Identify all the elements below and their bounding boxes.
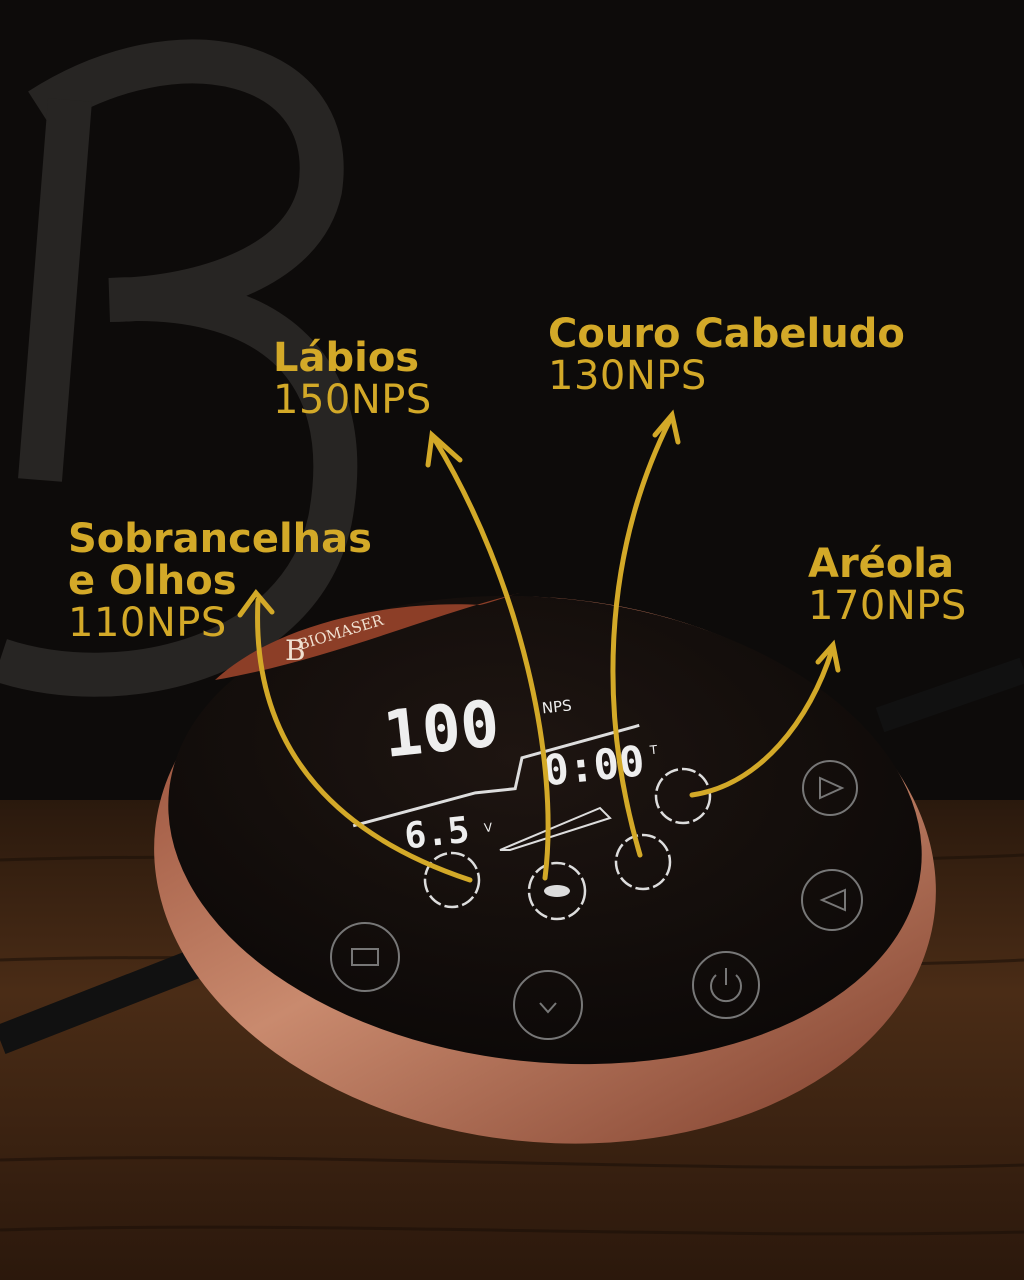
pen-icon	[499, 806, 612, 851]
down-button[interactable]	[801, 869, 863, 931]
eyebrow-mode-button[interactable]	[423, 851, 481, 909]
label-title: e Olhos	[68, 558, 237, 604]
brand-watermark	[0, 39, 358, 697]
label-value: 110NPS	[68, 600, 227, 646]
device: BIOMASER B 100 NPS 0:00 T 6.5 V	[154, 593, 936, 1144]
voltage-unit: V	[483, 820, 493, 835]
label-eyebrows: Sobrancelhas e Olhos 110NPS	[68, 518, 372, 644]
mode-icon	[351, 948, 379, 966]
label-scalp: Couro Cabeludo 130NPS	[548, 313, 905, 397]
mode-button[interactable]	[330, 922, 400, 992]
heart-icon	[539, 1002, 557, 1014]
display-divider	[352, 723, 640, 828]
time-value: 0:00	[541, 736, 647, 795]
arrow-head-eyebrows	[237, 588, 275, 618]
time-unit: T	[648, 743, 658, 758]
arrow-eyebrows	[255, 597, 473, 883]
brand-mark: B	[285, 634, 306, 667]
lips-icon	[544, 885, 570, 897]
areola-mode-button[interactable]	[654, 767, 712, 825]
arrow-head-lips	[425, 429, 463, 468]
nps-value: 100	[380, 687, 503, 773]
arrow-head-scalp	[652, 409, 681, 445]
label-title: Sobrancelhas	[68, 516, 372, 562]
power-button[interactable]	[692, 951, 760, 1019]
up-button[interactable]	[802, 760, 858, 816]
scalp-mode-button[interactable]	[614, 833, 672, 891]
arrow-head-areola	[815, 639, 841, 673]
arrow-areola	[689, 647, 835, 798]
label-lips: Lábios 150NPS	[273, 337, 432, 421]
voltage-value: 6.5	[402, 810, 471, 858]
label-value: 130NPS	[548, 353, 707, 399]
label-value: 170NPS	[808, 583, 967, 629]
lips-mode-button[interactable]	[527, 861, 587, 921]
arrow-lips	[432, 437, 551, 881]
label-title: Couro Cabeludo	[548, 311, 905, 357]
heart-button[interactable]	[513, 970, 583, 1040]
reverse-icon	[819, 888, 846, 912]
nps-unit: NPS	[541, 696, 573, 717]
power-icon	[710, 968, 742, 1003]
play-icon	[819, 776, 845, 800]
label-title: Lábios	[273, 335, 420, 381]
label-value: 150NPS	[273, 377, 432, 423]
arrow-scalp	[610, 417, 673, 858]
label-areola: Aréola 170NPS	[808, 543, 967, 627]
pen-cable	[875, 657, 1024, 733]
label-title: Aréola	[808, 541, 954, 587]
